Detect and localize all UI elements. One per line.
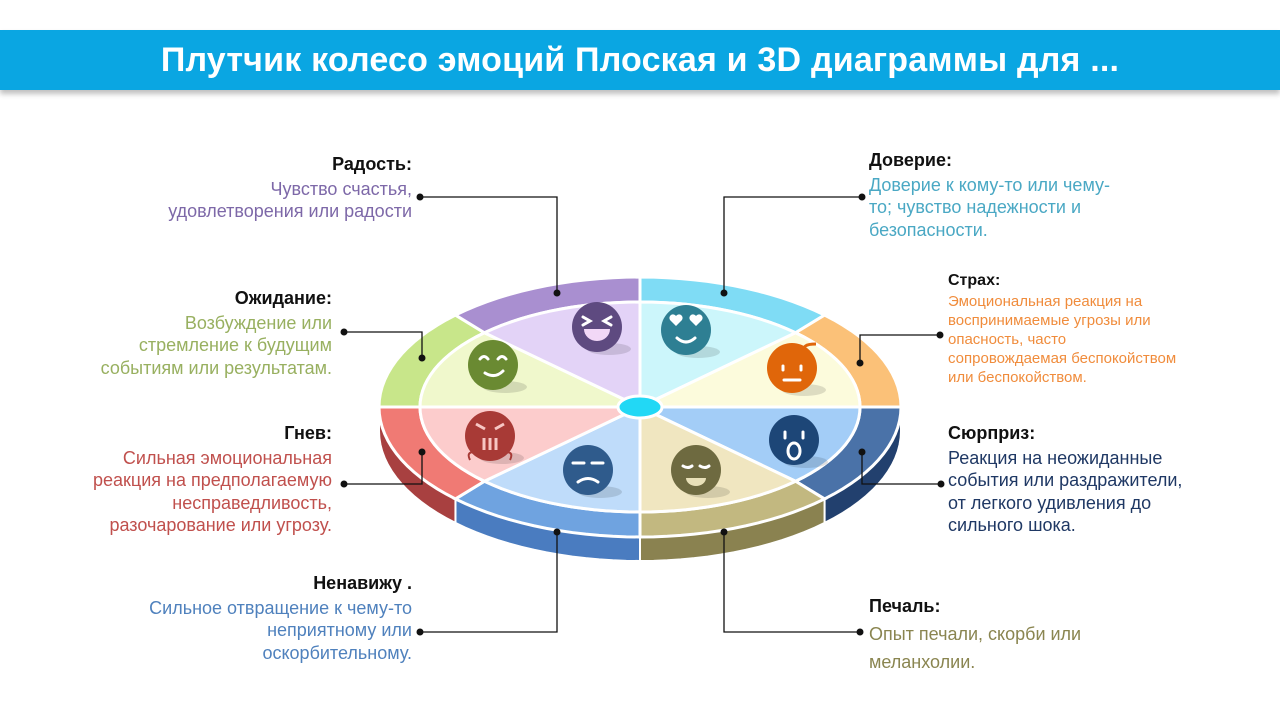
surprise-title: Сюрприз: (948, 423, 1036, 443)
fear-desc: или беспокойством. (948, 369, 1087, 386)
surprise-desc: события или раздражители, (948, 470, 1183, 490)
mouth-icon (584, 329, 610, 341)
smirking-face-icon (468, 340, 518, 390)
leader-dot-surprise (937, 480, 945, 488)
fear-desc: Эмоциональная реакция на (948, 293, 1143, 310)
leader-dot-surprise (858, 448, 866, 456)
laughing-face-icon (572, 302, 622, 352)
hate-desc: оскорбительному. (262, 642, 412, 663)
title-bar: Плутчик колесо эмоций Плоская и 3D диагр… (0, 30, 1280, 90)
label-trust: Доверие: Доверие к кому-то или чему- то;… (869, 149, 1110, 241)
face-features-icon (571, 461, 605, 484)
leader-dot-anticipation (340, 328, 348, 336)
trust-desc: то; чувство надежности и (869, 197, 1082, 217)
hate-desc: неприятному или (267, 620, 412, 640)
label-hate: Ненавижу . Сильное отвращение к чему-то … (149, 572, 412, 664)
heart-eyes-face-icon (661, 305, 711, 355)
fear-desc: воспринимаемые угрозы или (948, 312, 1151, 329)
joy-title: Радость: (332, 154, 412, 174)
leader-dot-trust (858, 193, 866, 201)
leader-dot-sadness (856, 628, 864, 636)
trust-title: Доверие: (869, 150, 952, 170)
eye-icon (681, 464, 711, 469)
anticipation-title: Ожидание: (234, 288, 332, 308)
scared-face-icon (767, 343, 817, 393)
fear-title: Страх: (948, 272, 1001, 289)
leader-dot-joy (416, 193, 424, 201)
annoyed-face-icon (563, 445, 613, 495)
surprise-desc: сильного шока. (948, 515, 1076, 535)
joy-desc: удовлетворения или радости (168, 201, 412, 221)
leader-dot-trust (720, 289, 728, 297)
sadness-desc: меланхолии. (869, 652, 976, 672)
surprise-desc: Реакция на неожиданные (948, 447, 1163, 468)
leader-line-anticipation (344, 331, 423, 358)
leader-line-anger (344, 452, 423, 485)
wheel-hub (616, 394, 664, 420)
leader-line-fear (859, 334, 940, 363)
trust-desc: безопасности. (869, 219, 988, 240)
leader-dot-sadness (720, 528, 728, 536)
leader-dot-fear (856, 359, 864, 367)
sadness-title: Печаль: (869, 596, 941, 616)
leader-dot-anticipation (418, 354, 426, 362)
label-anticipation: Ожидание: Возбуждение или стремление к б… (101, 287, 332, 379)
label-surprise: Сюрприз: Реакция на неожиданные события … (948, 422, 1182, 537)
face-features-icon (781, 364, 803, 382)
label-sadness: Печаль: Опыт печали, скорби или меланхол… (869, 594, 1081, 676)
anticipation-desc: Возбуждение или (184, 312, 332, 333)
leader-line-joy (420, 196, 558, 293)
heart-eye-icon (669, 314, 703, 326)
face-features-icon (478, 355, 508, 378)
leader-dot-anger (340, 480, 348, 488)
anger-title: Гнев: (284, 423, 332, 443)
surprise-desc: от легкого удивления до (948, 492, 1152, 513)
page-title: Плутчик колесо эмоций Плоская и 3D диагр… (160, 40, 1120, 79)
leader-dot-hate (553, 528, 561, 536)
anger-desc: Сильная эмоциональная (122, 447, 332, 468)
leader-dot-fear (936, 331, 944, 339)
face-features-icon (475, 422, 505, 450)
sadness-desc: Опыт печали, скорби или (869, 624, 1082, 644)
hate-title: Ненавижу . (313, 573, 412, 593)
hate-desc: Сильное отвращение к чему-то (149, 597, 412, 618)
leader-line-hate (420, 532, 558, 633)
anticipation-desc: событиям или результатам. (100, 357, 332, 378)
anger-desc: реакция на предполагаемую (93, 470, 332, 490)
steam-icon (467, 448, 513, 461)
label-joy: Радость: Чувство счастья,удовлетворения … (168, 153, 412, 223)
fear-desc: опасность, часто (948, 331, 1067, 348)
angry-face-icon (465, 411, 515, 461)
mouth-icon (786, 441, 802, 461)
mouth-icon (686, 478, 706, 486)
leader-line-sadness (723, 532, 860, 633)
label-fear: Страх: Эмоциональная реакция на восприни… (948, 271, 1176, 387)
sad-smile-face-icon (671, 445, 721, 495)
leader-line-surprise (861, 452, 941, 485)
leader-line-trust (723, 196, 862, 293)
trust-desc: Доверие к кому-то или чему- (869, 174, 1111, 195)
anger-desc: разочарование или угрозу. (109, 515, 332, 535)
leader-dot-anger (418, 448, 426, 456)
eye-icon (581, 315, 613, 327)
leader-dot-joy (553, 289, 561, 297)
leader-dot-hate (416, 628, 424, 636)
sweat-icon (777, 342, 817, 354)
fear-desc: сопровождаемая беспокойством (948, 350, 1177, 367)
surprised-face-icon (769, 415, 819, 465)
anticipation-desc: стремление к будущим (138, 335, 332, 355)
anger-desc: несправедливость, (172, 492, 332, 513)
joy-desc: Чувство счастья, (270, 178, 412, 199)
eye-icon (783, 430, 805, 440)
label-anger: Гнев: Сильная эмоциональная реакция на п… (93, 422, 332, 537)
mouth-icon (675, 336, 697, 344)
